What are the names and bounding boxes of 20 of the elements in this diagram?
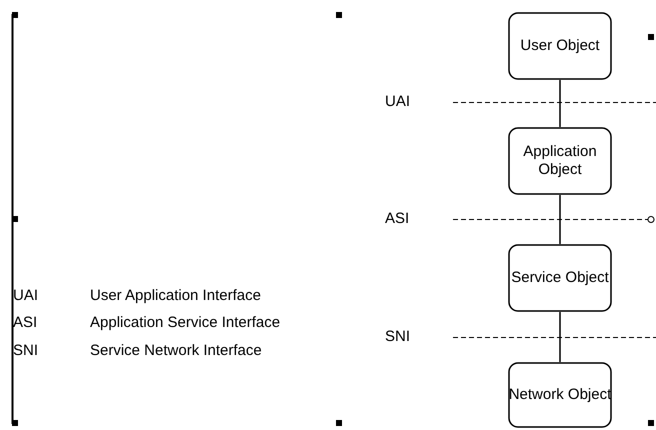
interface-abbreviation: ASI — [13, 314, 38, 332]
legend-description: Application Service Interface — [90, 314, 280, 332]
object-box — [508, 362, 612, 428]
connector-line — [559, 80, 561, 127]
object-label: Service Object — [511, 269, 609, 287]
legend-description: Service Network Interface — [90, 342, 262, 360]
interface-abbreviation: ASI — [385, 210, 410, 228]
interface-abbreviation: UAI — [13, 287, 38, 305]
legend-description: User Application Interface — [90, 287, 261, 305]
object-label: Application Object — [522, 143, 598, 179]
interface-abbreviation: UAI — [385, 93, 410, 111]
interface-abbreviation: SNI — [13, 342, 38, 360]
connector-line — [559, 195, 561, 244]
object-box — [508, 244, 612, 312]
object-box — [508, 12, 612, 80]
connector-line — [559, 312, 561, 362]
object-box — [508, 127, 612, 195]
interface-abbreviation: SNI — [385, 328, 410, 346]
object-label: Network Object — [508, 386, 612, 404]
object-label: User Object — [520, 37, 600, 55]
